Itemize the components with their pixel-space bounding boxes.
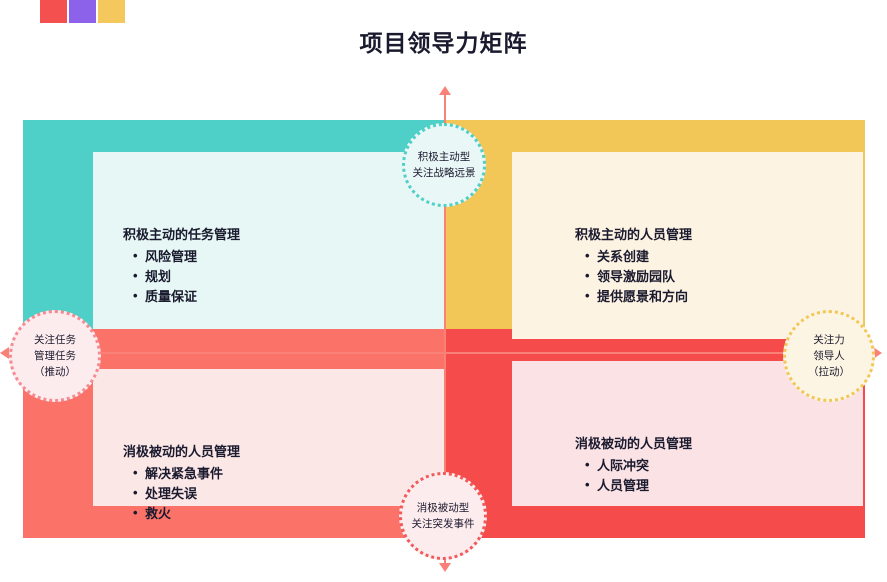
axis-label-left[interactable]: 关注任务 管理任务 （推动）: [9, 310, 101, 402]
horizontal-axis-line: [7, 352, 873, 354]
list-item: 领导激励园队: [585, 266, 863, 287]
list-item: 救火: [133, 503, 444, 524]
brand-logo: [40, 0, 125, 23]
arrow-up-icon: [439, 86, 451, 95]
axis-label-right-line2: 领导人: [813, 350, 845, 362]
axis-label-bottom-line2: 关注突发事件: [411, 518, 475, 530]
axis-label-top[interactable]: 积极主动型 关注战略远景: [402, 123, 486, 207]
page-title: 项目领导力矩阵: [359, 30, 528, 56]
quadrant-top-right-list: 关系创建 领导激励园队 提供愿景和方向: [512, 246, 863, 307]
quadrant-top-left[interactable]: 积极主动的任务管理 风险管理 规划 质量保证: [93, 152, 444, 329]
axis-label-top-line1: 积极主动型: [417, 151, 471, 163]
axis-label-top-line2: 关注战略远景: [412, 167, 476, 179]
axis-label-left-line3: （推动）: [34, 366, 76, 378]
axis-label-right[interactable]: 关注力 领导人 （拉动）: [783, 310, 875, 402]
quadrant-top-right-title: 积极主动的人员管理: [575, 227, 693, 242]
list-item: 关系创建: [585, 246, 863, 267]
vertical-axis-line: [444, 93, 446, 565]
axis-label-bottom-line1: 消极被动型: [416, 502, 470, 514]
quadrant-bottom-left-list: 解决紧急事件 处理失误 救火: [93, 463, 444, 524]
logo-block-purple: [69, 0, 96, 23]
arrow-left-icon: [0, 347, 9, 359]
list-item: 提供愿景和方向: [585, 286, 863, 307]
axis-label-bottom[interactable]: 消极被动型 关注突发事件: [399, 472, 487, 560]
list-item: 人员管理: [585, 475, 863, 496]
quadrant-bottom-right-list: 人际冲突 人员管理: [512, 455, 863, 496]
list-item: 规划: [133, 266, 444, 287]
logo-block-red: [40, 0, 67, 23]
list-item: 处理失误: [133, 483, 444, 504]
arrow-right-icon: [873, 347, 882, 359]
axis-label-right-line3: （拉动）: [808, 366, 850, 378]
list-item: 风险管理: [133, 246, 444, 267]
arrow-down-icon: [439, 563, 451, 572]
quadrant-top-left-title: 积极主动的任务管理: [123, 227, 241, 242]
list-item: 质量保证: [133, 286, 444, 307]
quadrant-top-right[interactable]: 积极主动的人员管理 关系创建 领导激励园队 提供愿景和方向: [512, 152, 863, 339]
axis-label-left-line1: 关注任务: [34, 334, 76, 346]
logo-block-yellow: [98, 0, 125, 23]
quadrant-bottom-left[interactable]: 消极被动的人员管理 解决紧急事件 处理失误 救火: [93, 369, 444, 523]
axis-label-right-line1: 关注力: [813, 334, 845, 346]
quadrant-bottom-right-title: 消极被动的人员管理: [575, 436, 693, 451]
list-item: 解决紧急事件: [133, 463, 444, 484]
quadrant-bottom-left-title: 消极被动的人员管理: [123, 444, 241, 459]
list-item: 人际冲突: [585, 455, 863, 476]
axis-label-left-line2: 管理任务: [34, 350, 76, 362]
quadrant-top-left-list: 风险管理 规划 质量保证: [93, 246, 444, 307]
